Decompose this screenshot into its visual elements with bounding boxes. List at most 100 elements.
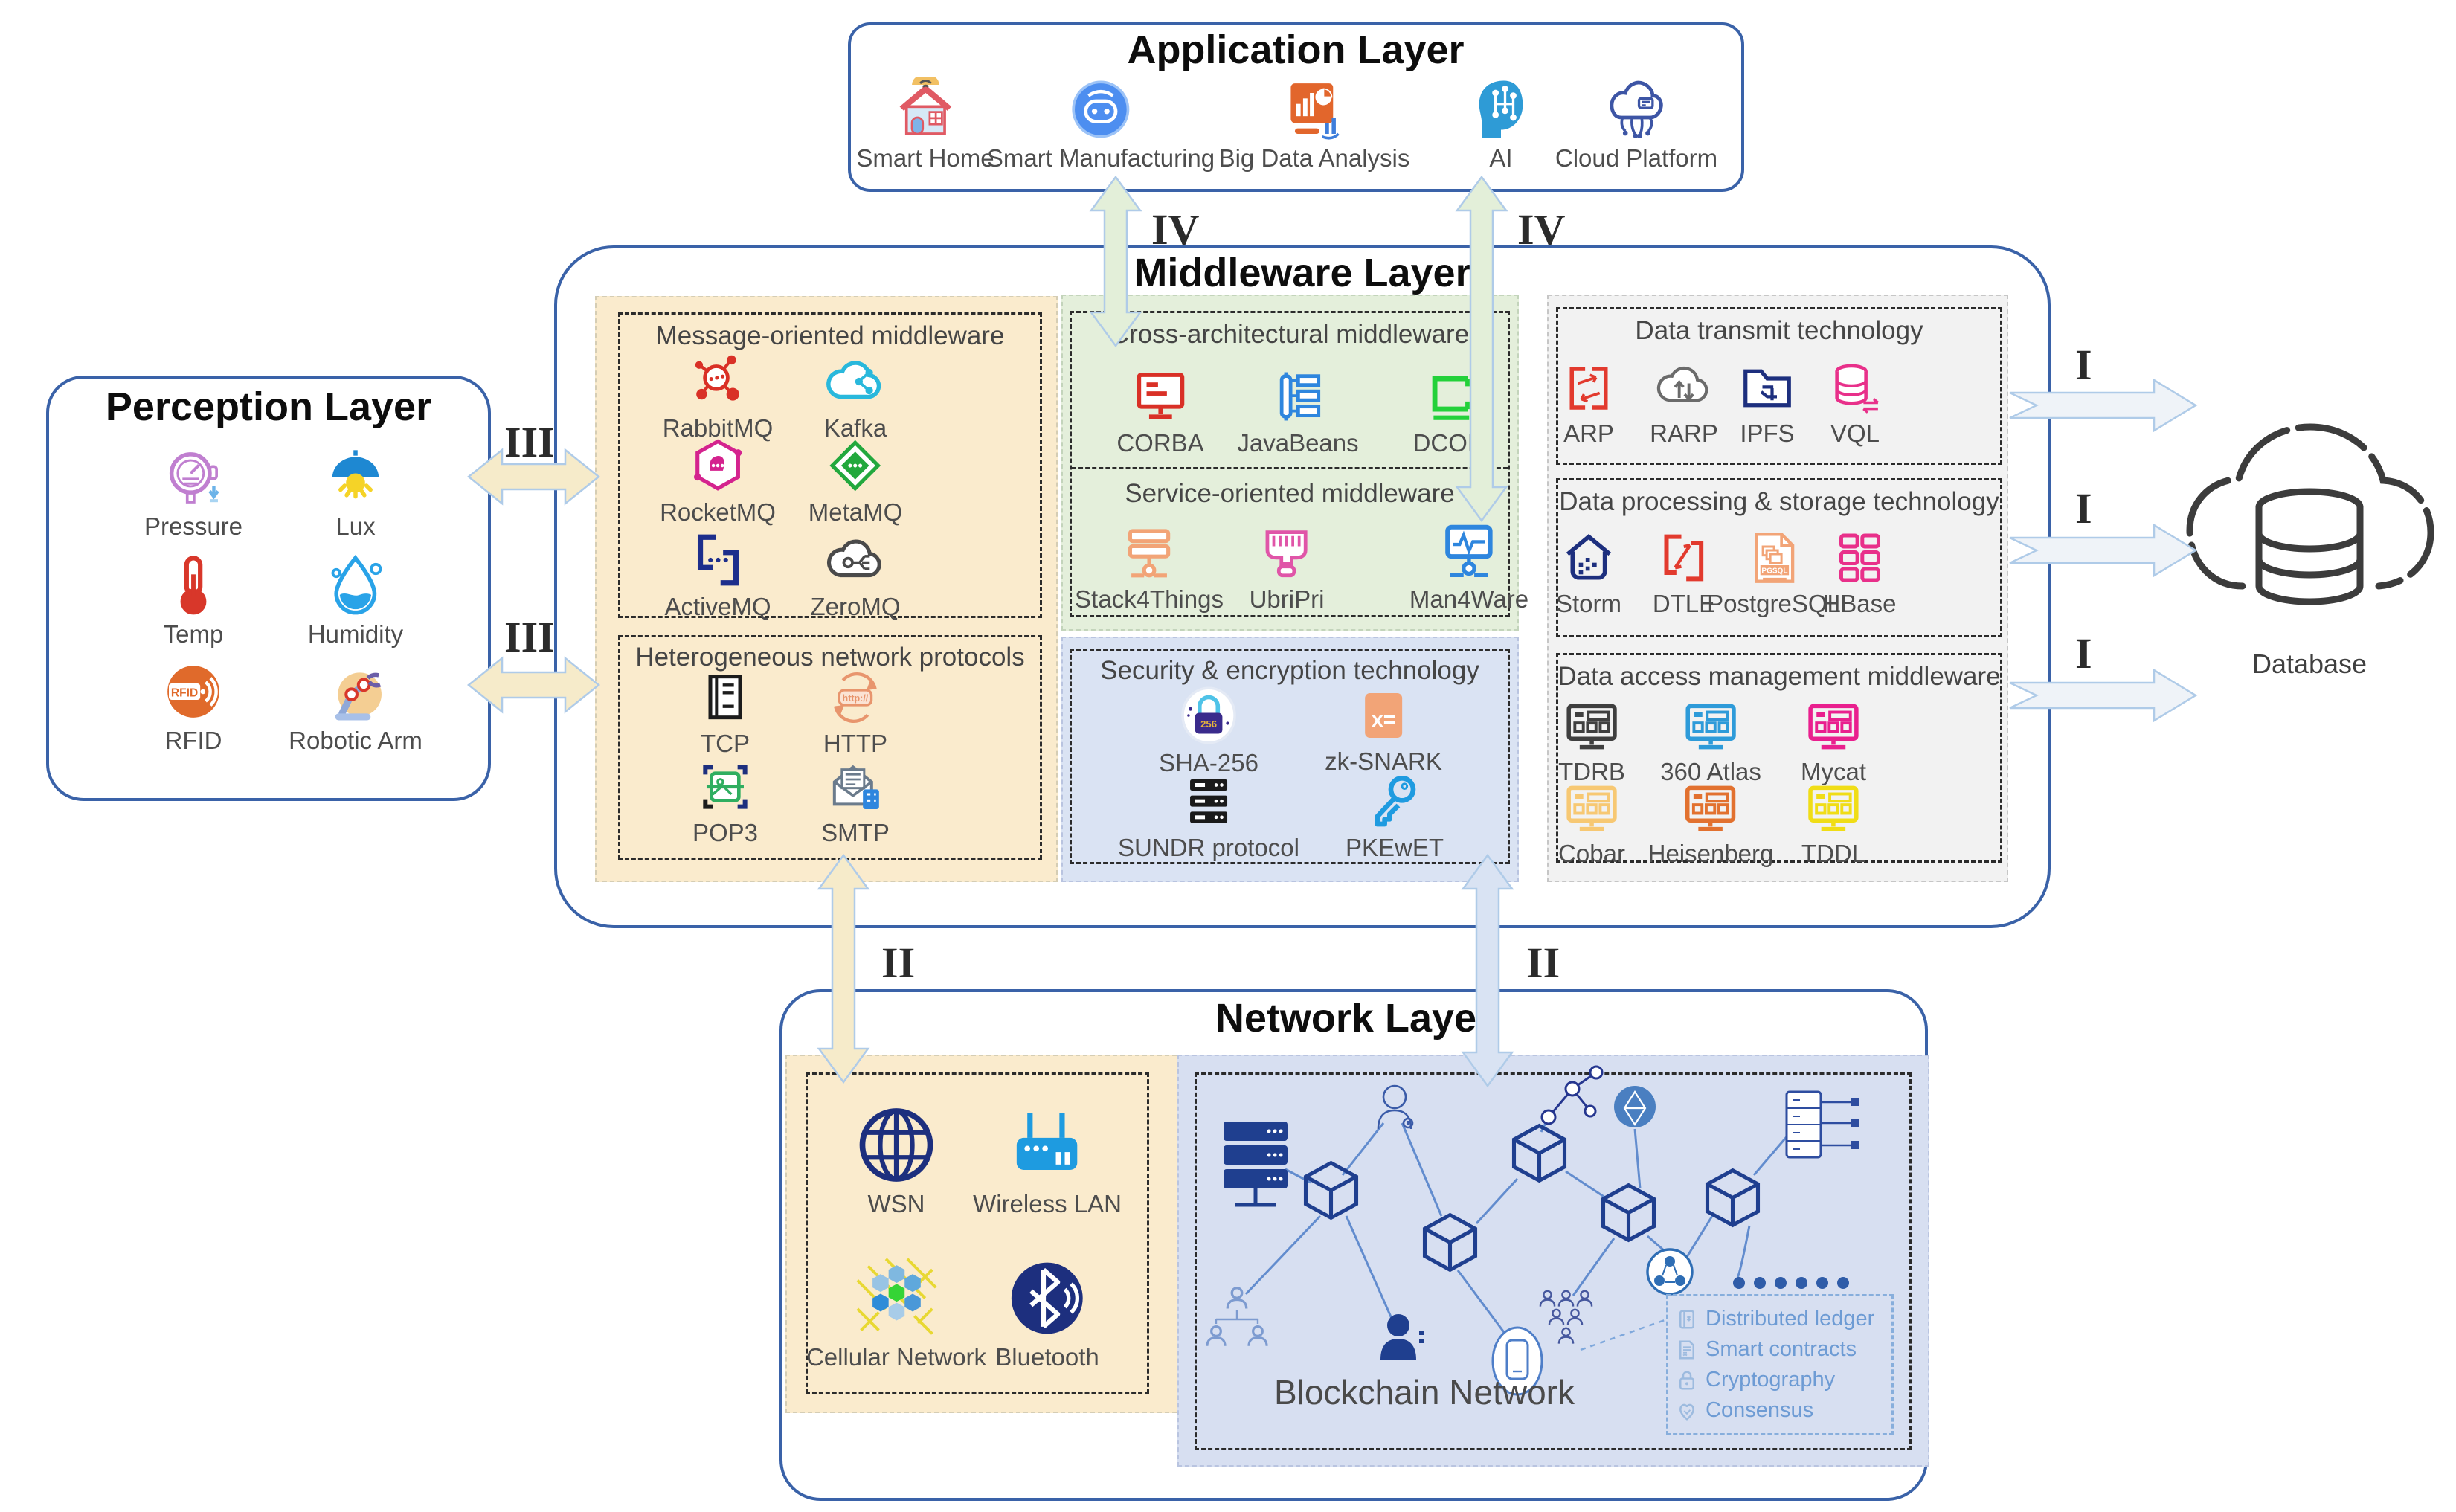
network-protocols-bg <box>785 1055 1192 1413</box>
connector-icon <box>1265 530 1308 578</box>
legend-row: Cryptography <box>1676 1368 1884 1392</box>
mw-item-label: 360 Atlas <box>1660 758 1761 785</box>
data-access-title: Data access management middleware <box>1557 662 2001 691</box>
net-item-label: Cellular Network <box>806 1343 987 1371</box>
mw-item-label: ARP <box>1563 419 1614 447</box>
lock-icon <box>1679 1371 1694 1389</box>
phone-icon <box>1491 1326 1543 1396</box>
cross-service-box <box>1070 311 1510 617</box>
mw-item-sha256: 256 SHA-256 <box>1159 684 1258 776</box>
mw-item-sundr: SUNDR protocol <box>1118 772 1299 861</box>
mw-item-mycat: Mycat <box>1801 698 1866 785</box>
mw-item-label: SMTP <box>821 819 890 846</box>
legend-label: Smart contracts <box>1706 1337 1857 1361</box>
mw-item-label: RARP <box>1650 419 1718 447</box>
lamp-icon <box>332 450 379 499</box>
database-label: Database <box>2251 649 2367 679</box>
mw-item-kafka: Kafka <box>824 351 887 442</box>
perception-item-temp: Temp <box>161 553 226 648</box>
service-oriented-title: Service-oriented middleware <box>1125 479 1455 508</box>
chain-dots <box>1733 1277 1849 1289</box>
app-item-label: Smart Home <box>856 144 994 172</box>
svg-text:x=: x= <box>1372 708 1395 732</box>
cloud-updown-icon <box>1656 366 1708 402</box>
mw-item-label: Cobar <box>1558 840 1625 867</box>
arrow-ii-right <box>1461 853 1514 1088</box>
server-stack-icon <box>1189 779 1227 823</box>
heterogeneous-title: Heterogeneous network protocols <box>635 643 1025 672</box>
mw-item-label: IPFS <box>1740 419 1795 447</box>
mw-item-label: HBase <box>1822 590 1897 617</box>
perception-item-label: Humidity <box>307 620 404 648</box>
ethereum-icon <box>1614 1086 1656 1127</box>
heterogeneous-box <box>618 635 1042 860</box>
app-item-cloud-platform: Cloud Platform <box>1555 77 1717 172</box>
mw-item-tddl: TDDL <box>1801 779 1865 867</box>
mw-item-label: CORBA <box>1116 429 1204 457</box>
svg-text:PGSQL: PGSQL <box>1761 567 1787 575</box>
perception-item-humidity: Humidity <box>308 553 403 648</box>
arrow-iv-right <box>1455 175 1508 523</box>
pulse-monitor-icon <box>1445 524 1493 577</box>
chart-board-icon <box>1290 83 1340 140</box>
arrow-ii-left <box>817 853 870 1084</box>
roman-label-iii-bottom: III <box>504 613 555 661</box>
activemq-icon <box>697 534 739 586</box>
bracket-green-icon <box>1433 376 1471 420</box>
robot-icon <box>1072 80 1130 138</box>
scan-image-icon <box>703 765 748 809</box>
net-item-cellular: Cellular Network <box>806 1255 986 1371</box>
middleware-layer-title: Middleware Layer <box>1134 251 1471 295</box>
mw-item-label: PKEwET <box>1345 834 1444 861</box>
mw-item-label: Heisenberg <box>1647 840 1774 867</box>
mw-item-label: zk-SNARK <box>1325 747 1442 775</box>
mw-item-dtle: DTLE <box>1653 528 1715 617</box>
server-icon <box>1224 1122 1288 1207</box>
blockchain-network-art <box>1206 1065 1859 1396</box>
cloud-platform-icon <box>1610 80 1663 139</box>
app-item-ai: AI <box>1468 77 1534 172</box>
arrow-iii-top <box>466 448 601 506</box>
app-item-label: Cloud Platform <box>1555 144 1718 172</box>
mw-item-tcp: TCP <box>695 668 755 757</box>
legend-label: Cryptography <box>1706 1368 1836 1392</box>
mw-item-zeromq: ZeroMQ <box>810 530 901 620</box>
metamq-icon <box>829 440 881 492</box>
globe-icon <box>859 1108 933 1182</box>
handshake-heart-icon <box>1679 1403 1694 1421</box>
legend-row: Distributed ledger <box>1676 1307 1884 1331</box>
mw-item-label: TCP <box>701 730 750 757</box>
perception-item-label: Pressure <box>144 512 243 540</box>
mw-item-label: ZeroMQ <box>810 593 901 620</box>
net-item-bluetooth: Bluetooth <box>995 1255 1099 1371</box>
mw-item-label: HTTP <box>823 730 888 757</box>
mw-item-rabbitmq: RabbitMQ <box>663 351 773 442</box>
mw-item-ubripri: UbriPri <box>1250 522 1324 613</box>
app-item-label: Big Data Analysis <box>1218 144 1410 172</box>
arrow-i-1 <box>2009 378 2198 433</box>
roman-label-i-1: I <box>2075 341 2092 389</box>
security-section-bg <box>1061 637 1519 882</box>
perception-item-robotic-arm: Robotic Arm <box>289 659 422 754</box>
robotic-arm-icon <box>335 672 382 721</box>
data-processing-box <box>1556 478 2002 637</box>
mw-item-javabeans: JavaBeans <box>1237 366 1359 457</box>
mw-item-activemq: ActiveMQ <box>664 530 771 620</box>
perception-item-rfid: RFID RFID <box>161 659 226 754</box>
mw-item-postgresql: PGSQL PostgreSQL <box>1707 528 1841 617</box>
message-oriented-box <box>618 312 1042 618</box>
roman-label-i-2: I <box>2075 484 2092 533</box>
mw-item-label: Stack4Things <box>1075 585 1224 613</box>
kafka-cloud-icon <box>826 361 881 399</box>
net-item-label: Wireless LAN <box>973 1190 1122 1217</box>
mw-item-label: ActiveMQ <box>664 593 771 620</box>
perception-item-label: Temp <box>163 620 224 648</box>
mw-item-label: SUNDR protocol <box>1118 834 1299 861</box>
legend-label: Distributed ledger <box>1706 1307 1875 1331</box>
data-processing-title: Data processing & storage technology <box>1559 487 1999 516</box>
mw-item-label: PostgreSQL <box>1707 590 1841 617</box>
ledger-icon <box>1679 1310 1694 1328</box>
messaging-section-bg <box>595 296 1058 882</box>
rabbitmq-icon <box>695 355 740 401</box>
